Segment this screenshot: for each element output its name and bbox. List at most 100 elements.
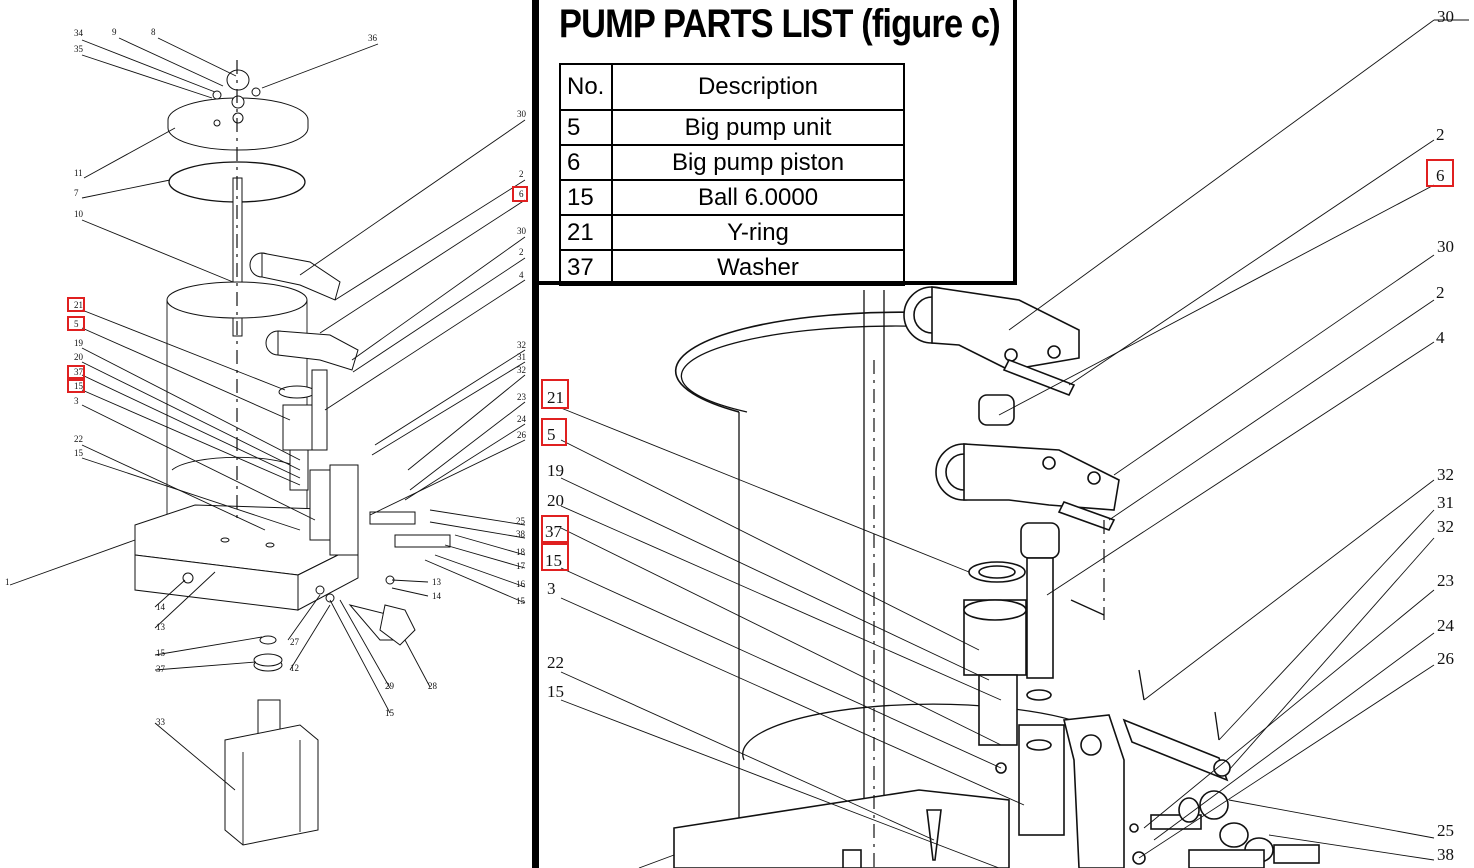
label-29: 29	[385, 681, 395, 691]
zhighlight-5	[541, 418, 567, 446]
row-no: 5	[559, 109, 613, 146]
label-15a: 15	[74, 381, 84, 391]
label-24: 24	[517, 414, 527, 424]
label-7: 7	[74, 188, 79, 198]
highlight-6	[512, 186, 528, 202]
big-pump-unit-zoom	[963, 561, 1125, 868]
parts-table-header: No. Description	[559, 63, 905, 111]
label-13a: 13	[432, 577, 442, 587]
side-valves-zoom	[1129, 790, 1320, 868]
highlight-21	[67, 297, 85, 312]
parts-list-title: PUMP PARTS LIST (figure c)	[559, 2, 1001, 46]
zlabel-15a: 15	[545, 551, 562, 570]
label-15e: 15	[385, 708, 395, 718]
label-35: 35	[74, 44, 84, 54]
side-valves	[182, 511, 451, 646]
table-row: 21 Y-ring	[559, 214, 905, 251]
label-32a: 32	[517, 340, 526, 350]
zlabel-31: 31	[1437, 493, 1454, 512]
zlabel-30a: 30	[1437, 7, 1454, 26]
label-31: 31	[517, 352, 526, 362]
rod-zoom	[863, 290, 885, 868]
label-20: 20	[74, 352, 84, 362]
zlabel-32b: 32	[1437, 517, 1454, 536]
label-22: 22	[74, 434, 83, 444]
label-33: 33	[156, 717, 166, 727]
bottom-parts	[253, 635, 283, 672]
label-32b: 32	[517, 365, 526, 375]
zoomed-exploded-diagram: 30 2 6 30 2 4 21 5 19 20 37 15 3 22 15 3…	[539, 0, 1474, 868]
label-37b: 37	[156, 664, 166, 674]
zlabel-23: 23	[1437, 571, 1454, 590]
zlabel-38: 38	[1437, 845, 1454, 864]
table-row: 37 Washer	[559, 249, 905, 286]
label-2b: 2	[519, 247, 524, 257]
leader-lines-zoom	[560, 19, 1469, 868]
highlight-15	[67, 379, 85, 393]
label-15c: 15	[516, 596, 526, 606]
row-no: 15	[559, 179, 613, 216]
row-no: 6	[559, 144, 613, 181]
axis-link	[1070, 599, 1105, 616]
row-no: 37	[559, 249, 613, 286]
table-row: 5 Big pump unit	[559, 109, 905, 146]
label-30b: 30	[517, 226, 527, 236]
upper-pump-zoom	[903, 286, 1080, 426]
label-27: 27	[290, 637, 300, 647]
zlabel-15b: 15	[547, 682, 564, 701]
zhighlight-21	[541, 379, 569, 409]
highlight-37	[67, 365, 85, 379]
label-6: 6	[519, 189, 524, 199]
zlabel-32a: 32	[1437, 465, 1454, 484]
label-13b: 13	[156, 622, 166, 632]
zlabel-25: 25	[1437, 821, 1454, 840]
zlabel-3: 3	[547, 579, 556, 598]
highlight-5	[67, 316, 85, 331]
row-description: Washer	[611, 249, 905, 286]
label-30a: 30	[517, 109, 527, 119]
part-labels: 34 9 8 35 36 11 7 10 30 2 6 30 2 4 21 5 …	[5, 27, 528, 727]
label-21: 21	[74, 300, 83, 310]
label-37: 37	[74, 367, 84, 377]
label-28: 28	[428, 681, 438, 691]
parts-table: No. Description 5 Big pump unit 6 Big pu…	[559, 63, 905, 286]
row-description: Big pump piston	[611, 144, 905, 181]
zlabel-26: 26	[1437, 649, 1454, 668]
label-14a: 14	[432, 591, 442, 601]
label-19: 19	[74, 338, 84, 348]
label-2a: 2	[519, 169, 524, 179]
table-row: 6 Big pump piston	[559, 144, 905, 181]
zlabel-20: 20	[547, 491, 564, 510]
zlabel-37: 37	[545, 522, 563, 541]
lid	[167, 69, 309, 151]
label-25: 25	[516, 516, 526, 526]
zlabel-2b: 2	[1436, 283, 1445, 302]
label-1: 1	[5, 577, 10, 587]
pins-zoom	[1122, 669, 1231, 782]
label-34: 34	[74, 28, 84, 38]
label-5: 5	[74, 319, 79, 329]
label-18: 18	[516, 547, 526, 557]
lower-pump-zoom	[935, 443, 1120, 679]
row-description: Big pump unit	[611, 109, 905, 146]
motor	[224, 699, 319, 846]
zhighlight-6	[1426, 159, 1454, 187]
label-14b: 14	[156, 602, 166, 612]
zlabel-22: 22	[547, 653, 564, 672]
label-17: 17	[516, 561, 526, 571]
zlabel-30b: 30	[1437, 237, 1454, 256]
zlabel-19: 19	[547, 461, 564, 480]
label-3: 3	[74, 396, 79, 406]
label-8: 8	[151, 27, 156, 37]
panel-divider	[532, 0, 539, 868]
base-block	[134, 504, 359, 611]
label-4: 4	[519, 270, 524, 280]
base-zoom	[673, 789, 1010, 868]
col-description: Description	[611, 63, 905, 111]
row-description: Y-ring	[611, 214, 905, 251]
label-16: 16	[516, 579, 526, 589]
label-11: 11	[74, 168, 83, 178]
zlabel-5: 5	[547, 425, 556, 444]
part-labels-zoom: 30 2 6 30 2 4 21 5 19 20 37 15 3 22 15 3…	[541, 7, 1455, 864]
table-row: 15 Ball 6.0000	[559, 179, 905, 216]
